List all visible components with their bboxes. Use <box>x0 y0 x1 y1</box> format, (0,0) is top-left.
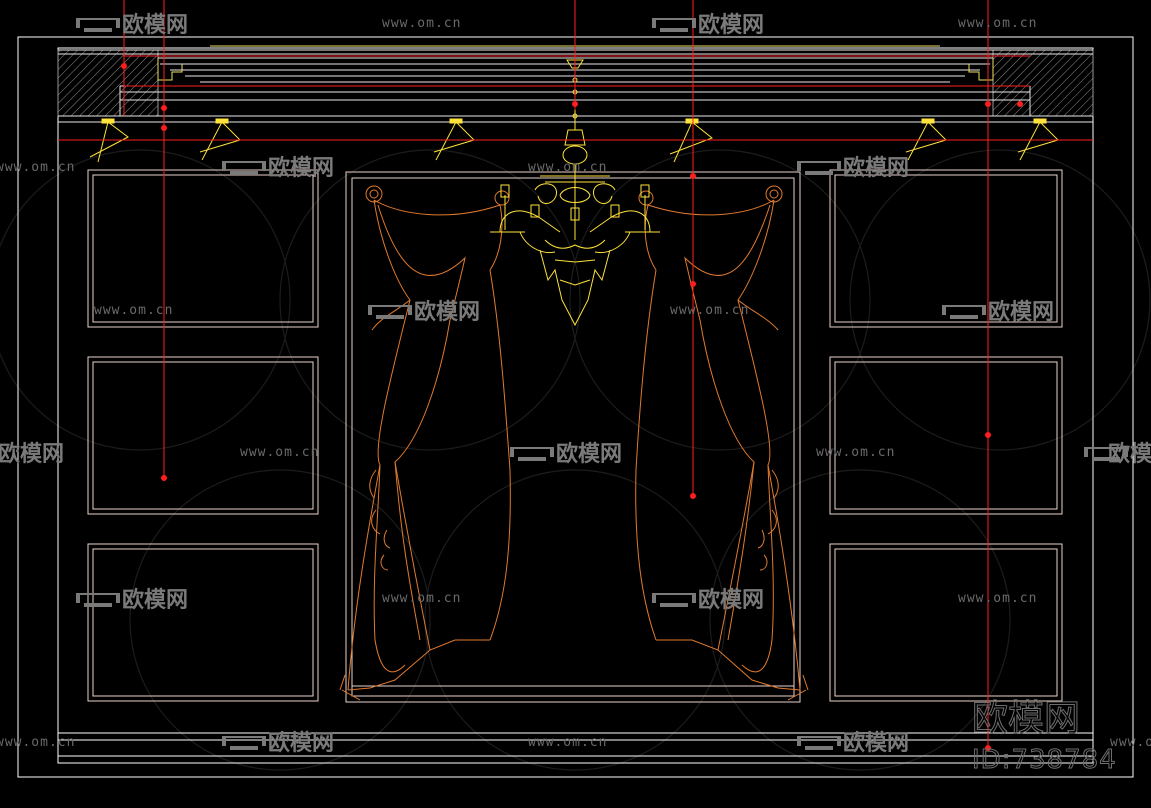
sofa-icon <box>222 161 266 175</box>
downlight-6 <box>1017 118 1059 161</box>
watermark-url-group: www.om.cn www.om.cn www.om.cn www.om.cn … <box>0 16 1151 750</box>
watermark-brand: 欧模网 <box>1108 441 1151 467</box>
sofa-icon <box>797 736 841 750</box>
watermark-brand: 欧模网 <box>988 299 1054 325</box>
watermark-url: www.om.cn <box>528 735 607 750</box>
downlight-2 <box>199 118 241 161</box>
watermark-brand: 欧模网 <box>414 299 480 325</box>
watermark-url: www.om.cn <box>670 303 749 318</box>
chandelier <box>490 58 660 327</box>
downlight-3 <box>433 118 475 161</box>
watermark-url: www.om.cn <box>0 735 75 750</box>
watermark-url: www.om.cn <box>958 16 1037 31</box>
watermark-url: www.om.cn <box>0 160 75 175</box>
watermark-brand: 欧模网 <box>556 441 622 467</box>
sofa-icon <box>652 593 696 607</box>
downlight-1 <box>89 118 129 163</box>
curtain-left <box>339 185 511 701</box>
curtain-right <box>635 185 809 701</box>
watermark-url: www.om.cn <box>958 591 1037 606</box>
watermark-arcs <box>0 149 1151 771</box>
stamp-id: ID:738784 <box>972 745 1117 775</box>
sofa-icon <box>1084 447 1128 461</box>
sofa-icon <box>510 447 554 461</box>
watermark-url: www.om.cn <box>816 445 895 460</box>
watermark-brand: 欧模网 <box>122 587 188 613</box>
sofa-icon <box>222 736 266 750</box>
watermark-brand: 欧模网 <box>0 441 64 467</box>
stamp: 欧模网 ID:738784 <box>972 698 1117 776</box>
watermark-brand: 欧模网 <box>268 730 334 756</box>
sofa-icon <box>368 305 412 319</box>
downlight-5 <box>905 118 947 161</box>
axis-lines <box>58 0 1093 751</box>
downlight-4 <box>669 118 713 163</box>
watermark-brand: 欧模网 <box>268 155 334 181</box>
watermark-url: www.om.cn <box>1110 735 1151 750</box>
watermark-url: www.om.cn <box>382 16 461 31</box>
left-wall-panels <box>87 169 319 702</box>
watermark-sofa-icons <box>76 18 1128 750</box>
sofa-icon <box>76 18 120 32</box>
watermark-brand: 欧模网 <box>843 155 909 181</box>
watermark-brand: 欧模网 <box>122 12 188 38</box>
watermark-url: www.om.cn <box>94 303 173 318</box>
watermark-brand: 欧模网 <box>843 730 909 756</box>
stamp-brand: 欧模网 <box>972 698 1080 739</box>
watermark-brand-group: 欧模网 欧模网 欧模网 欧模网 欧模网 欧模网 欧模网 欧模网 欧模网 欧模网 … <box>0 12 1151 756</box>
right-wall-panels <box>829 169 1063 702</box>
watermark-url: www.om.cn <box>382 591 461 606</box>
sofa-icon <box>76 593 120 607</box>
watermark-brand: 欧模网 <box>698 587 764 613</box>
sofa-icon <box>942 305 986 319</box>
drawing-frame <box>17 36 1134 778</box>
sofa-icon <box>797 161 841 175</box>
watermark-brand: 欧模网 <box>698 12 764 38</box>
window-frame <box>345 171 801 703</box>
ceiling-downlights <box>89 118 1059 163</box>
watermark-url: www.om.cn <box>240 445 319 460</box>
sofa-icon <box>652 18 696 32</box>
watermark-url: www.om.cn <box>528 160 607 175</box>
